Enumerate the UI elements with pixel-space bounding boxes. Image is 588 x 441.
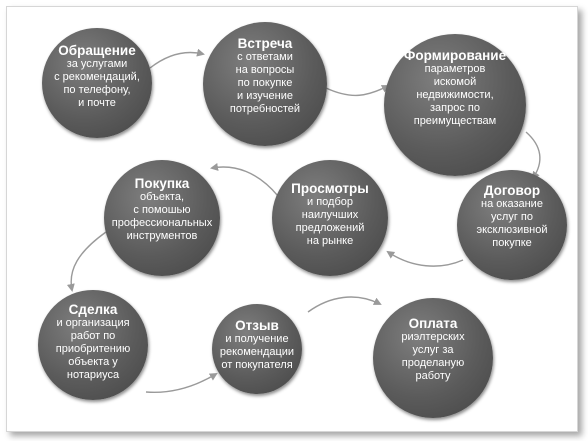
node-vstrecha-text: с ответами на вопросы по покупке и изуче… bbox=[229, 51, 301, 115]
node-pokupka-title: Покупка bbox=[134, 176, 190, 191]
node-obrashchenie: Обращение за услугами с рекомендаций, по… bbox=[42, 28, 152, 138]
node-prosmotry-title: Просмотры bbox=[291, 181, 369, 196]
node-oplata: Оплата риэлтерских услуг за проделаную р… bbox=[373, 298, 493, 418]
node-dogovor-text: на оказание услуг по эксклюзивной покупк… bbox=[476, 198, 548, 249]
arrow-vstrecha-to-formirovanie bbox=[325, 85, 390, 97]
node-sdelka: Сделка и организация работ по приобритен… bbox=[38, 290, 148, 400]
node-dogovor-title: Договор bbox=[483, 183, 541, 198]
arrow-sdelka-to-otzyv bbox=[145, 372, 218, 394]
node-obrashchenie-title: Обращение bbox=[58, 43, 136, 58]
node-vstrecha: Встреча с ответами на вопросы по покупке… bbox=[203, 22, 327, 146]
node-sdelka-title: Сделка bbox=[68, 302, 118, 317]
node-obrashchenie-text: за услугами с рекомендаций, по телефону,… bbox=[54, 58, 140, 109]
node-pokupka: Покупка объекта, с помошью профессиональ… bbox=[104, 160, 220, 276]
arrow-obrashchenie-to-vstrecha bbox=[149, 48, 205, 69]
node-otzyv-text: и получение рекомендации от покупателя bbox=[219, 333, 295, 371]
arrow-dogovor-to-prosmotry bbox=[386, 250, 464, 267]
node-oplata-title: Оплата bbox=[408, 316, 458, 331]
node-formirovanie: Формирование параметров искомой недвижим… bbox=[384, 34, 526, 176]
node-oplata-text: риэлтерских услуг за проделаную работу bbox=[401, 331, 465, 382]
node-formirovanie-text: параметров искомой недвижимости, запрос … bbox=[413, 63, 497, 127]
node-vstrecha-title: Встреча bbox=[237, 36, 293, 51]
node-sdelka-text: и организация работ по приобритению объе… bbox=[55, 317, 131, 381]
arrow-prosmotry-to-pokupka bbox=[210, 163, 279, 197]
node-formirovanie-title: Формирование bbox=[403, 48, 507, 63]
arrow-pokupka-to-sdelka bbox=[66, 231, 107, 292]
node-dogovor: Договор на оказание услуг по эксклюзивно… bbox=[457, 170, 567, 280]
node-otzyv: Отзыв и получение рекомендации от покупа… bbox=[212, 304, 302, 394]
node-prosmotry-text: и подбор наилучших предложений на рынке bbox=[295, 196, 365, 247]
node-otzyv-title: Отзыв bbox=[235, 318, 279, 333]
arrow-otzyv-to-oplata bbox=[307, 296, 382, 313]
arrow-formirovanie-to-dogovor bbox=[525, 131, 541, 180]
node-pokupka-text: объекта, с помошью профессиональных инст… bbox=[111, 191, 213, 242]
node-prosmotry: Просмотры и подбор наилучших предложений… bbox=[272, 160, 388, 276]
